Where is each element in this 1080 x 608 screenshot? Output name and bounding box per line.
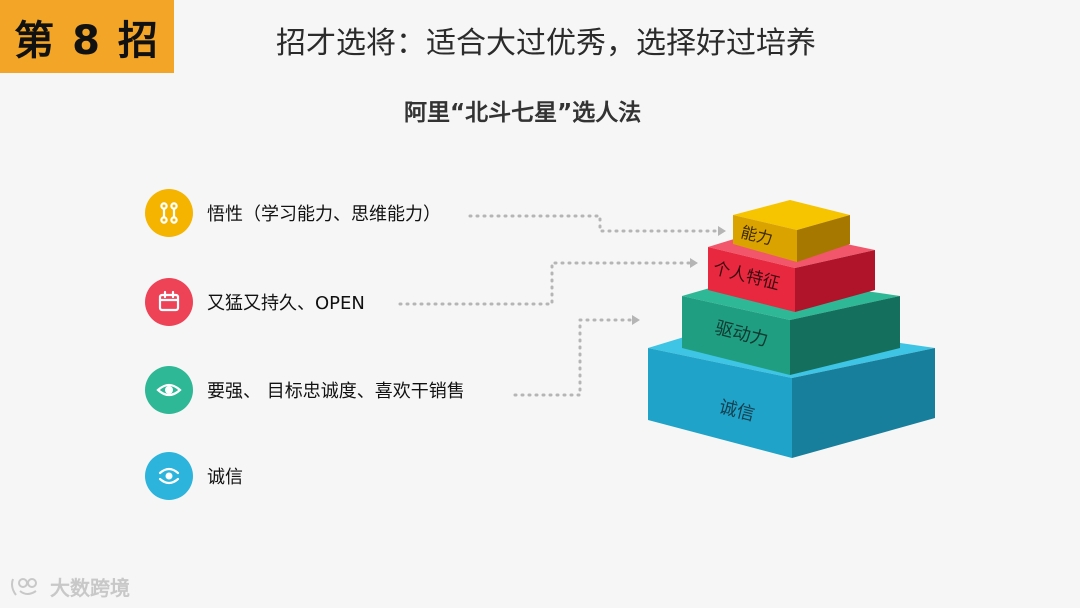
diagram-subtitle: 阿里“北斗七星”选人法: [404, 100, 642, 126]
connector-3-arrow: [632, 315, 640, 325]
list-item-drive: 又猛又持久、OPEN: [145, 278, 365, 326]
list-item-label: 要强、 目标忠诚度、喜欢干销售: [207, 381, 465, 402]
watermark-logo-icon: [11, 577, 37, 596]
step-badge-text: 第 8 招: [14, 17, 160, 64]
orbit-icon: [145, 452, 193, 500]
eye-icon: [145, 366, 193, 414]
list-item-integrity: 诚信: [145, 452, 243, 500]
connector-2-arrow: [690, 258, 698, 268]
watermark-text: 大数跨境: [50, 576, 130, 600]
list-item-label: 悟性（学习能力、思维能力）: [207, 204, 441, 225]
link-icon: [145, 189, 193, 237]
list-item-ambition: 要强、 目标忠诚度、喜欢干销售: [145, 366, 465, 414]
calendar-icon: [145, 278, 193, 326]
pyramid-level-ability: 能力: [733, 200, 850, 262]
step-badge: 第 8 招: [0, 0, 174, 73]
page-title: 招才选将：适合大过优秀，选择好过培养: [276, 26, 816, 61]
connector-1: [468, 214, 720, 233]
connector-1-arrow: [718, 226, 726, 236]
connector-2: [398, 261, 692, 306]
watermark: 大数跨境: [10, 572, 130, 601]
list-item-label: 又猛又持久、OPEN: [207, 293, 365, 314]
list-item-insight: 悟性（学习能力、思维能力）: [145, 189, 441, 237]
list-item-label: 诚信: [207, 467, 243, 488]
